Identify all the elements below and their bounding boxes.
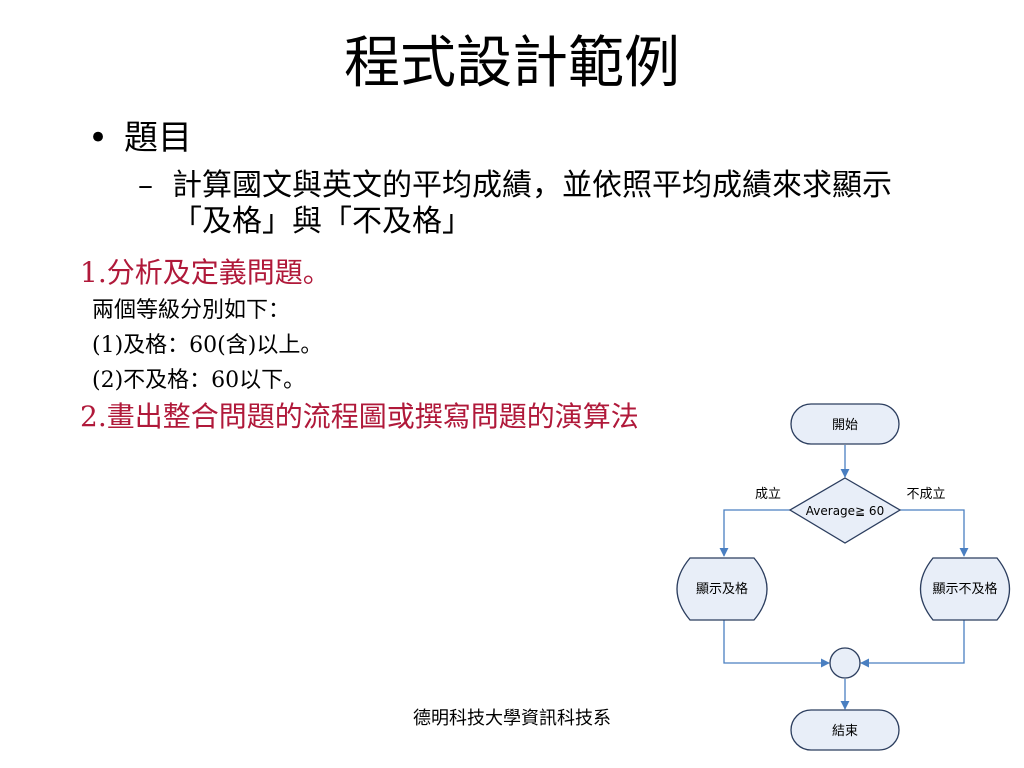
step1-heading: 1.分析及定義問題。 xyxy=(80,256,331,289)
topic-description-text: 計算國文與英文的平均成績，並依照平均成績來求顯示「及格」與「不及格」 xyxy=(172,168,892,239)
topic-bullet: • 題目 xyxy=(88,116,192,160)
page-title: 程式設計範例 xyxy=(344,31,680,96)
end-node-label: 結束 xyxy=(832,724,858,739)
end-node xyxy=(790,709,900,751)
step2-heading: 2.畫出整合問題的流程圖或撰寫問題的演算法 xyxy=(80,400,639,433)
yes-branch-label: 成立 xyxy=(755,487,781,502)
arrow-decision-to-pass xyxy=(719,509,790,557)
arrow-pass-to-merge xyxy=(723,620,830,668)
arrow-decision-to-fail xyxy=(900,509,969,557)
sub-bullet-dash: – xyxy=(138,168,153,203)
display-pass-node xyxy=(676,557,768,621)
display-pass-label: 顯示及格 xyxy=(696,581,748,597)
decision-node xyxy=(788,477,902,544)
display-fail-node xyxy=(920,557,1010,621)
merge-connector xyxy=(829,647,861,679)
step1-detail-pass: (1)及格：60(含)以上。 xyxy=(92,333,323,358)
topic-label: 題目 xyxy=(124,118,192,158)
footer-text: 德明科技大學資訊科技系 xyxy=(413,708,611,729)
decision-node-label: Average≧ 60 xyxy=(806,504,884,518)
arrow-fail-to-merge xyxy=(860,620,965,668)
display-fail-label: 顯示不及格 xyxy=(932,581,997,597)
no-branch-label: 不成立 xyxy=(906,487,945,502)
step1-detail-fail: (2)不及格：60以下。 xyxy=(92,368,306,393)
start-node xyxy=(790,403,900,445)
bullet-dot: • xyxy=(88,118,109,158)
topic-description: – 計算國文與英文的平均成績，並依照平均成績來求顯示「及格」與「不及格」 xyxy=(138,168,938,240)
step1-detail-intro: 兩個等級分別如下： xyxy=(92,298,291,323)
start-node-label: 開始 xyxy=(832,418,858,433)
